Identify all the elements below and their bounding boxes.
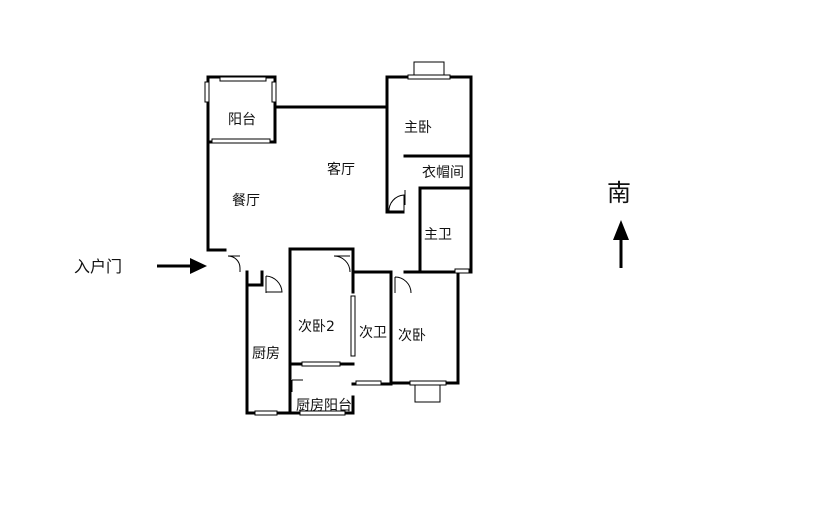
entry-door-swing	[227, 255, 241, 272]
entrance-arrow	[157, 258, 207, 274]
room-label-second-bedroom-2: 次卧2	[298, 319, 335, 335]
second-bedroom2-window	[301, 361, 341, 367]
second-bedroom-window-sill	[409, 380, 447, 386]
bath-partition-window	[350, 295, 356, 357]
second-bedroom-door-swing	[394, 276, 412, 294]
room-label-kitchen: 厨房	[252, 346, 280, 362]
master-bedroom-window-sill	[407, 74, 451, 80]
room-label-second-bedroom: 次卧	[398, 328, 426, 344]
dining-left-wall	[206, 140, 227, 252]
kitchen-balcony-window	[299, 410, 346, 416]
second-bedroom-walls	[389, 270, 460, 385]
balcony-window-left	[204, 81, 210, 103]
room-label-cloakroom: 衣帽间	[422, 165, 464, 181]
room-label-kitchen-balcony: 厨房阳台	[296, 398, 352, 414]
kitchen-balcony-door-swing	[291, 379, 303, 392]
kitchen-door-swing	[265, 275, 283, 293]
north-arrow-icon	[613, 220, 629, 268]
kitchen-window	[254, 410, 278, 416]
balcony-window-bottom	[211, 138, 271, 144]
kitchen-walls	[245, 270, 292, 415]
balcony-walls	[206, 75, 277, 144]
second-bedroom-window	[414, 382, 441, 403]
room-label-master-bedroom: 主卧	[404, 120, 432, 136]
master-bedroom-left-wall	[385, 75, 405, 214]
second-bedroom2-door-swing	[333, 255, 351, 273]
master-bath-window	[454, 268, 470, 274]
room-label-living-room: 客厅	[327, 162, 355, 178]
balcony-window-top	[219, 76, 267, 82]
master-bedroom-door-swing	[388, 194, 405, 213]
balcony-window-right	[271, 81, 277, 103]
compass-label: 南	[607, 179, 631, 207]
second-bath-window	[355, 380, 382, 386]
room-label-balcony: 阳台	[228, 112, 256, 128]
room-label-second-bath: 次卫	[359, 325, 387, 341]
entrance-label: 入户门	[74, 257, 123, 276]
room-label-dining-room: 餐厅	[232, 193, 260, 209]
room-label-master-bath: 主卫	[424, 227, 452, 243]
